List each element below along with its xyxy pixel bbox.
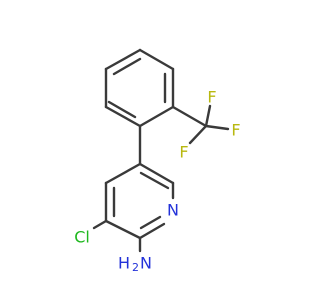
- bond-b3-b4-inner: [112, 57, 142, 76]
- bond-c4-c5: [104, 162, 142, 185]
- structure-canvas: Cl N H 2 N F F F: [74, 48, 241, 274]
- bond-n1-c2-inner: [139, 215, 162, 230]
- atom-label-amine-h: H: [118, 254, 130, 273]
- bond-c5-c6: [138, 162, 175, 185]
- bond-b1-b2-inner: [107, 100, 137, 119]
- atom-label-fluorine-2: F: [231, 121, 240, 140]
- atom-label-nitrogen: N: [167, 201, 179, 220]
- bond-n1-c2: [138, 222, 166, 240]
- atom-label-amine-h-count: 2: [132, 261, 139, 274]
- bond-cf3-f2: [204, 124, 230, 131]
- bond-c2-c3: [104, 219, 142, 240]
- bond-b1-b2: [104, 105, 142, 128]
- atom-label-chlorine: Cl: [74, 228, 90, 247]
- bond-cf3-f1: [204, 104, 212, 128]
- bond-b6-cf3: [171, 105, 208, 128]
- bond-b6-b1: [138, 105, 175, 128]
- bond-c5-c6-inner: [139, 171, 170, 190]
- atom-label-amine-n: N: [140, 254, 152, 273]
- bond-c3-cl: [92, 219, 108, 230]
- bond-b3-b4: [104, 48, 142, 71]
- atom-label-fluorine-3: F: [179, 143, 188, 162]
- bond-b4-b5: [138, 48, 175, 71]
- atom-label-fluorine-1: F: [207, 88, 216, 107]
- bond-cf3-f3: [188, 124, 208, 145]
- molecule-structure: Cl N H 2 N F F F: [74, 48, 241, 274]
